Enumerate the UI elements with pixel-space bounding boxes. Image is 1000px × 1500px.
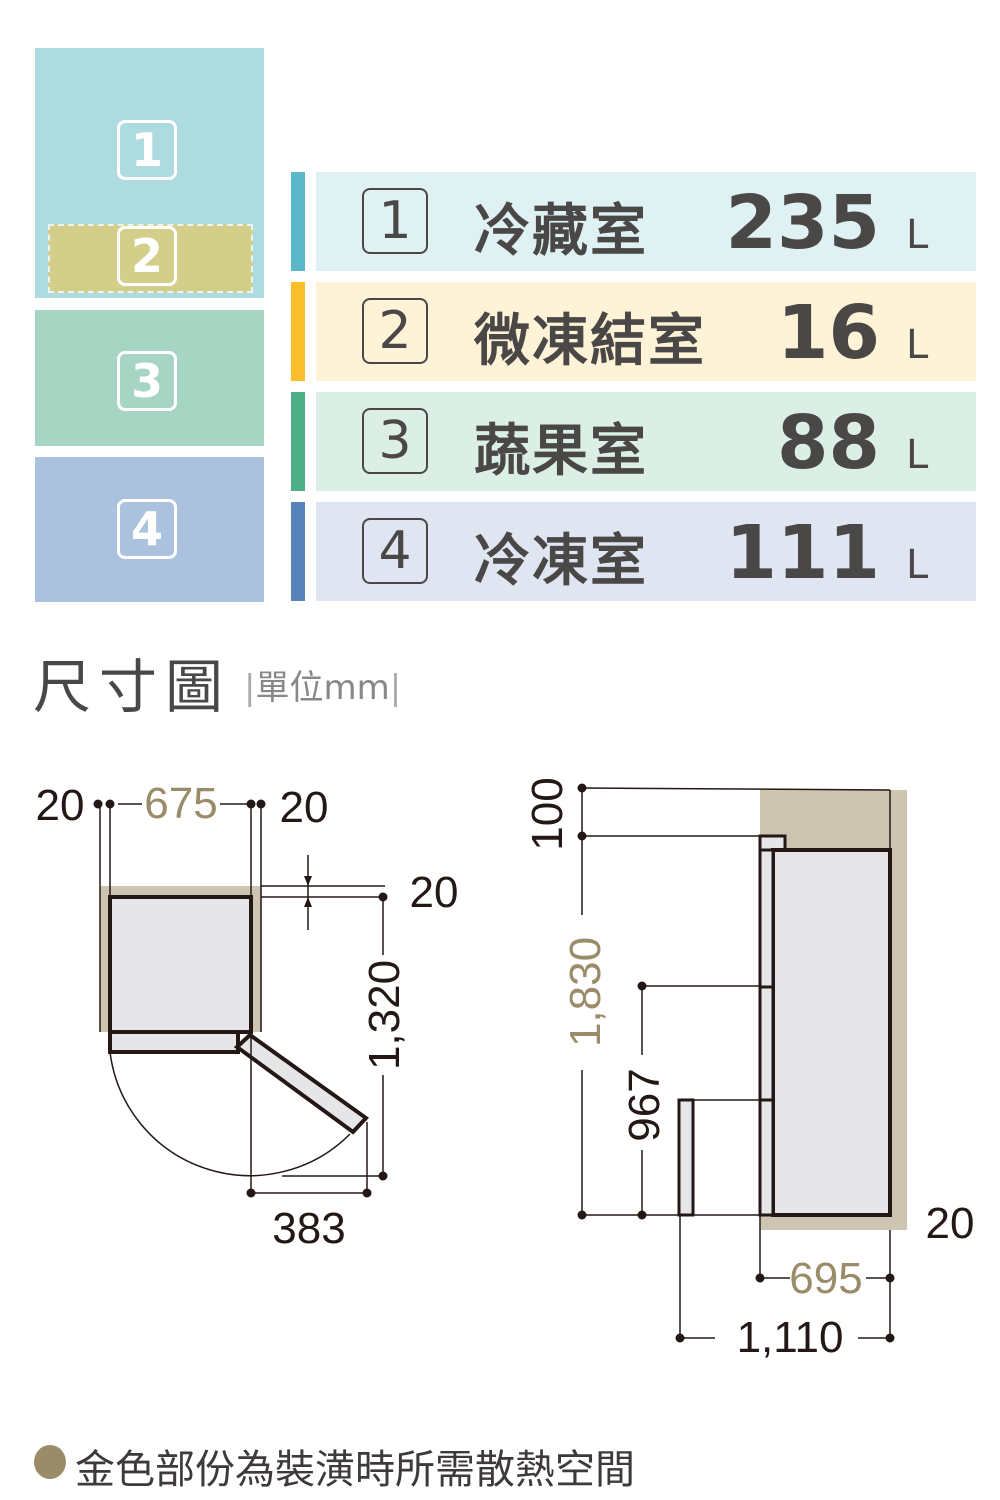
zone-badge-1: 1	[117, 120, 177, 180]
dim-left-gap: 20	[36, 781, 85, 830]
divider: |	[244, 668, 256, 708]
gold-dot-icon	[34, 1445, 66, 1479]
compartment-row: 1 冷藏室 235 L	[316, 172, 976, 271]
compartment-color-bar	[291, 392, 305, 491]
unit-text: 單位mm	[255, 668, 390, 708]
open-door	[233, 1032, 370, 1135]
dim-width: 675	[144, 779, 217, 828]
fridge-body-side	[771, 848, 892, 1217]
door-strip	[758, 848, 775, 1217]
dim-open-depth: 1,110	[737, 1313, 844, 1362]
dim-door-open-depth: 1,320	[360, 960, 409, 1070]
compartment-name: 蔬果室	[474, 419, 648, 484]
capacity-unit: L	[906, 212, 929, 258]
divider: |	[389, 668, 402, 708]
zone-badge-4: 4	[117, 499, 177, 559]
fridge-body-top	[108, 895, 253, 1034]
dim-side-gap: 20	[926, 1199, 975, 1248]
compartment-number: 1	[362, 188, 428, 254]
zone-badge-2: 2	[117, 226, 177, 286]
compartment-color-bar	[291, 282, 305, 381]
compartment-capacity: 88	[777, 400, 880, 486]
capacity-unit: L	[906, 542, 929, 588]
dim-right-gap: 20	[280, 783, 329, 832]
compartment-capacity: 111	[725, 510, 880, 596]
footer-note: 金色部份為裝潢時所需散熱空間	[75, 1447, 635, 1493]
dim-door-swing: 383	[272, 1204, 345, 1253]
top-view-diagram	[93, 799, 388, 1198]
compartment-row: 4 冷凍室 111 L	[316, 502, 976, 601]
compartment-number: 2	[362, 298, 428, 364]
dim-depth: 695	[789, 1254, 862, 1303]
compartment-row: 3 蔬果室 88 L	[316, 392, 976, 491]
compartment-name: 冷凍室	[474, 529, 648, 594]
dim-height: 1,830	[561, 937, 610, 1047]
capacity-unit: L	[906, 432, 929, 478]
dim-drawer-height: 967	[620, 1068, 669, 1141]
compartment-capacity: 16	[777, 290, 880, 376]
unit-label: |單位mm|	[244, 660, 401, 709]
capacity-unit: L	[906, 322, 929, 368]
dimension-title: 尺寸圖	[33, 653, 232, 721]
compartment-capacity: 235	[725, 180, 880, 266]
compartment-number: 4	[362, 518, 428, 584]
compartment-color-bar	[291, 502, 305, 601]
zone-badge-3: 3	[117, 351, 177, 411]
side-view-diagram	[577, 783, 907, 1343]
compartment-name: 冷藏室	[474, 199, 648, 264]
zone-freezer	[35, 457, 264, 602]
compartment-row: 2 微凍結室 16 L	[316, 282, 976, 381]
compartment-number: 3	[362, 408, 428, 474]
dim-top-gap: 100	[523, 777, 572, 850]
compartment-color-bar	[291, 172, 305, 271]
door-swing-arc	[109, 1051, 351, 1177]
open-drawer	[677, 1098, 695, 1217]
zone-chill	[48, 224, 253, 293]
dim-back-gap: 20	[410, 868, 459, 917]
zone-vegetable	[35, 310, 264, 446]
compartment-name: 微凍結室	[474, 309, 706, 374]
